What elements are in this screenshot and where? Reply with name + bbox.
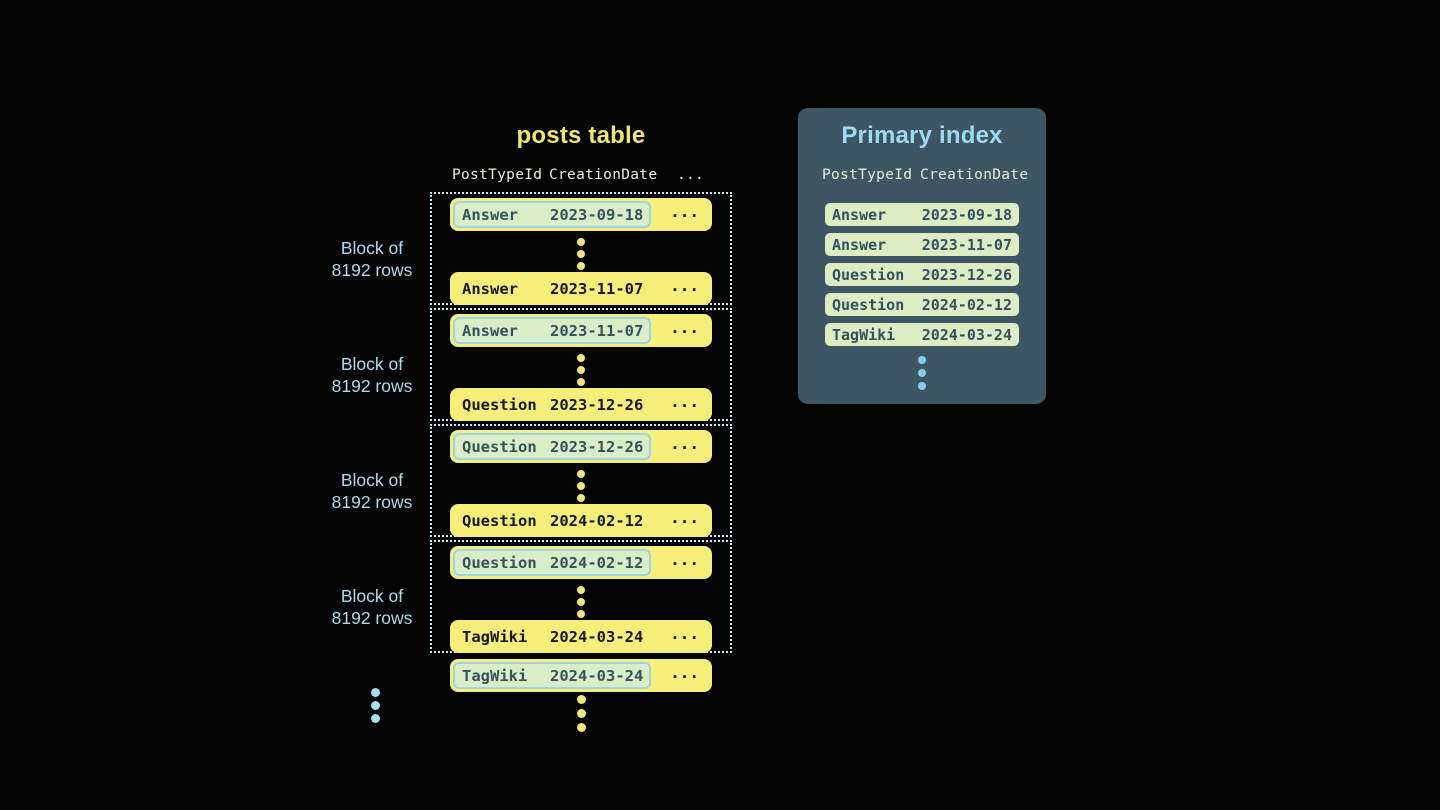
row-creationdate: 2024-02-12 [550, 511, 644, 530]
index-posttype: Question [832, 265, 905, 284]
block-label-1: Block of 8192 rows [318, 238, 426, 281]
row-more: ... [670, 434, 699, 453]
ellipsis-dots [577, 584, 585, 620]
index-creationdate: 2023-12-26 [921, 265, 1012, 284]
row-key-highlight: Answer 2023-09-18 [453, 201, 651, 228]
table-row: TagWiki 2024-03-24 ... [450, 620, 712, 653]
row-more: ... [670, 276, 699, 295]
ellipsis-dots [577, 692, 586, 734]
block-2: Answer 2023-11-07 ... Question 2023-12-2… [430, 308, 732, 421]
ellipsis-dots [577, 468, 585, 504]
primary-index-panel: Primary index PostTypeId CreationDate An… [798, 108, 1046, 404]
posts-column-creationdate: CreationDate [549, 167, 658, 183]
table-row: Answer 2023-09-18 ... [450, 198, 712, 231]
row-posttype: Answer [462, 321, 518, 340]
block-label-line: 8192 rows [331, 491, 413, 512]
index-row: Answer 2023-09-18 [825, 203, 1019, 226]
row-creationdate: 2023-12-26 [550, 437, 644, 456]
block-3: Question 2023-12-26 ... Question 2024-02… [430, 424, 732, 537]
row-more: ... [670, 318, 699, 337]
row-posttype: Answer [462, 205, 518, 224]
posts-column-posttypeid: PostTypeId [452, 167, 543, 183]
block-label-line: Block of [340, 586, 404, 606]
table-row: Question 2023-12-26 ... [450, 430, 712, 463]
block-label-3: Block of 8192 rows [318, 470, 426, 513]
table-row: Question 2023-12-26 ... [450, 388, 712, 421]
row-posttype: Answer [462, 279, 518, 298]
index-creationdate: 2023-09-18 [921, 205, 1012, 224]
row-creationdate: 2024-03-24 [550, 666, 644, 685]
row-more: ... [670, 202, 699, 221]
ellipsis-dots [577, 352, 585, 388]
table-row: Question 2024-02-12 ... [450, 504, 712, 537]
row-key-highlight: Question 2023-12-26 [453, 433, 651, 460]
block-label-line: Block of [340, 238, 404, 258]
index-creationdate: 2024-03-24 [921, 325, 1012, 344]
index-row: TagWiki 2024-03-24 [825, 323, 1019, 346]
row-key: TagWiki 2024-03-24 [453, 623, 651, 650]
primary-index-title: Primary index [841, 122, 1003, 149]
block-label-line: 8192 rows [331, 375, 413, 396]
row-key: Question 2023-12-26 [453, 391, 651, 418]
index-column-creationdate: CreationDate [920, 167, 1029, 183]
row-key: Question 2024-02-12 [453, 507, 651, 534]
posts-table-title: posts table [516, 122, 646, 149]
block-4: Question 2024-02-12 ... TagWiki 2024-03-… [430, 540, 732, 653]
row-creationdate: 2023-09-18 [550, 205, 644, 224]
ellipsis-dots [371, 686, 380, 725]
row-posttype: Question [462, 437, 537, 456]
row-creationdate: 2023-11-07 [550, 321, 644, 340]
row-key-highlight: Question 2024-02-12 [453, 549, 651, 576]
index-posttype: Question [832, 295, 905, 314]
posts-column-more: ... [677, 167, 705, 183]
block-label-line: 8192 rows [331, 607, 413, 628]
row-posttype: TagWiki [462, 627, 528, 646]
row-more: ... [670, 392, 699, 411]
overflow-row: TagWiki 2024-03-24 ... [450, 659, 712, 692]
row-more: ... [670, 550, 699, 569]
block-label-line: Block of [340, 354, 404, 374]
index-row: Question 2023-12-26 [825, 263, 1019, 286]
row-more: ... [670, 508, 699, 527]
table-row: Answer 2023-11-07 ... [450, 314, 712, 347]
block-label-2: Block of 8192 rows [318, 354, 426, 397]
row-more: ... [670, 624, 699, 643]
row-creationdate: 2024-03-24 [550, 627, 644, 646]
row-creationdate: 2023-11-07 [550, 279, 644, 298]
row-posttype: Question [462, 511, 537, 530]
index-posttype: Answer [832, 205, 887, 224]
index-posttype: Answer [832, 235, 887, 254]
row-posttype: TagWiki [462, 666, 528, 685]
index-creationdate: 2023-11-07 [921, 235, 1012, 254]
block-label-4: Block of 8192 rows [318, 586, 426, 629]
index-posttype: TagWiki [832, 325, 896, 344]
table-row: Question 2024-02-12 ... [450, 546, 712, 579]
row-key: Answer 2023-11-07 [453, 275, 651, 302]
row-posttype: Question [462, 395, 537, 414]
row-key-highlight: TagWiki 2024-03-24 [453, 662, 651, 689]
table-row: Answer 2023-11-07 ... [450, 272, 712, 305]
index-row: Answer 2023-11-07 [825, 233, 1019, 256]
block-1: Answer 2023-09-18 ... Answer 2023-11-07 … [430, 192, 732, 305]
ellipsis-dots [577, 236, 585, 272]
index-creationdate: 2024-02-12 [921, 295, 1012, 314]
row-creationdate: 2023-12-26 [550, 395, 644, 414]
index-row: Question 2024-02-12 [825, 293, 1019, 316]
row-key-highlight: Answer 2023-11-07 [453, 317, 651, 344]
index-column-posttypeid: PostTypeId [822, 167, 913, 183]
row-more: ... [670, 663, 699, 682]
row-posttype: Question [462, 553, 537, 572]
block-label-line: Block of [340, 470, 404, 490]
ellipsis-dots [918, 353, 926, 392]
row-creationdate: 2024-02-12 [550, 553, 644, 572]
block-label-line: 8192 rows [331, 259, 413, 280]
